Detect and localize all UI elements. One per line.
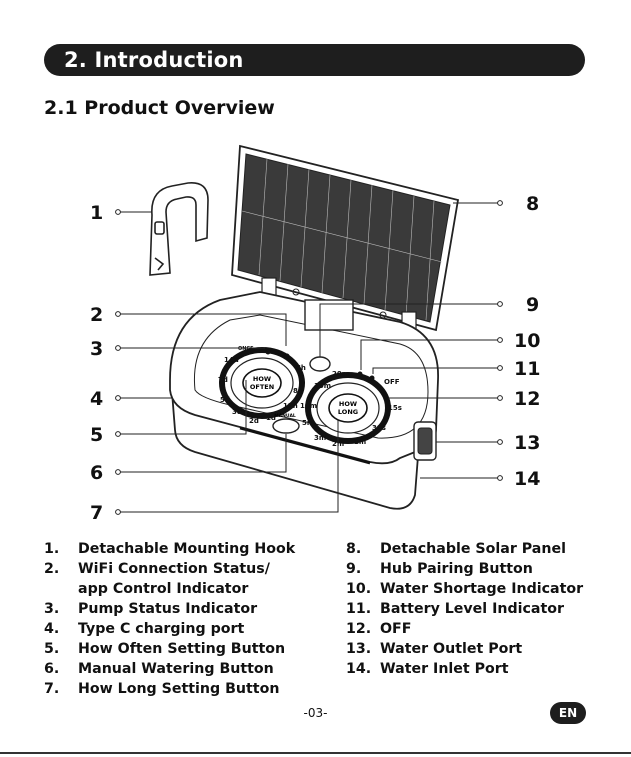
often-tick: 8h	[293, 387, 303, 395]
legend-num: 5.	[44, 639, 59, 659]
legend-right: 8. Detachable Solar Panel 9. Hub Pairing B…	[346, 539, 616, 679]
legend-label: Water Inlet Port	[380, 661, 509, 677]
legend-num: 6.	[44, 659, 59, 679]
long-tick: 1m	[354, 438, 366, 446]
how-often-label-2: OFTEN	[250, 383, 274, 391]
legend-label: OFF	[380, 621, 411, 637]
legend-item: 10. Water Shortage Indicator	[346, 579, 616, 599]
callout-14: 14	[514, 468, 540, 490]
legend-num: 12.	[346, 619, 371, 639]
legend-num: 14.	[346, 659, 371, 679]
legend-label: Water Outlet Port	[380, 641, 522, 657]
legend-label: WiFi Connection Status/	[78, 559, 314, 579]
legend-label: How Often Setting Button	[78, 641, 285, 657]
callout-8: 8	[526, 193, 539, 215]
legend-num: 13.	[346, 639, 371, 659]
legend-num: 1.	[44, 539, 59, 559]
legend-item: 9. Hub Pairing Button	[346, 559, 616, 579]
legend-num: 3.	[44, 599, 59, 619]
how-long-label: HOW	[339, 400, 357, 408]
battery-level-indicator	[370, 376, 375, 381]
callout-1: 1	[90, 202, 103, 224]
legend-item: 4. Type C charging port	[44, 619, 314, 639]
legend-item: 12. OFF	[346, 619, 616, 639]
language-badge: EN	[550, 702, 586, 724]
legend-label-line2: app Control Indicator	[78, 579, 314, 599]
long-tick: 5m	[302, 419, 314, 427]
callout-3: 3	[90, 338, 103, 360]
callout-5: 5	[90, 424, 103, 446]
legend-label: Pump Status Indicator	[78, 601, 257, 617]
long-tick: 15s	[388, 404, 402, 412]
long-tick: 30s	[372, 424, 386, 432]
legend-label: Manual Watering Button	[78, 661, 274, 677]
long-tick: 15m	[314, 382, 331, 390]
callout-2: 2	[90, 304, 103, 326]
callout-7: 7	[90, 502, 103, 524]
legend-item: 7. How Long Setting Button	[44, 679, 314, 699]
legend-item: 5. How Often Setting Button	[44, 639, 314, 659]
mounting-hook	[150, 183, 208, 275]
manual-watering-button[interactable]: MANUAL	[273, 413, 299, 433]
legend-num: 9.	[346, 559, 361, 579]
how-long-label-2: LONG	[338, 408, 358, 416]
wifi-status-indicator	[285, 354, 290, 359]
legend-label: Type C charging port	[78, 621, 244, 637]
callout-12: 12	[514, 388, 540, 410]
legend-left: 1. Detachable Mounting Hook 2. WiFi Connec…	[44, 539, 314, 699]
callout-11: 11	[514, 358, 540, 380]
legend-label: Detachable Mounting Hook	[78, 541, 295, 557]
often-tick: 7d	[218, 376, 228, 384]
page-number: -03-	[0, 706, 631, 720]
often-tick: 6h	[296, 364, 306, 372]
legend-item: 13. Water Outlet Port	[346, 639, 616, 659]
legend-num: 4.	[44, 619, 59, 639]
pump-status-indicator	[266, 350, 271, 355]
often-tick: 14d	[224, 356, 239, 364]
often-tick: 3d	[232, 408, 242, 416]
often-tick: ONCE	[238, 346, 254, 352]
long-tick: OFF	[384, 378, 400, 386]
hub-pairing-button[interactable]	[310, 357, 330, 371]
callout-9: 9	[526, 294, 539, 316]
legend-num: 2.	[44, 559, 59, 579]
callout-10: 10	[514, 330, 540, 352]
legend-label: Battery Level Indicator	[380, 601, 564, 617]
bottom-divider	[0, 752, 631, 754]
legend-item: 14. Water Inlet Port	[346, 659, 616, 679]
legend-label: Water Shortage Indicator	[380, 581, 583, 597]
often-tick: 12h	[283, 402, 298, 410]
callout-6: 6	[90, 462, 103, 484]
long-tick: 10m	[300, 402, 317, 410]
how-often-label: HOW	[253, 375, 271, 383]
legend-num: 7.	[44, 679, 59, 699]
legend-item: 1. Detachable Mounting Hook	[44, 539, 314, 559]
legend-num: 8.	[346, 539, 361, 559]
product-diagram: HOW OFTEN 2d 1d 12h 8h 6h ONCE 14d 7d 5d…	[0, 0, 631, 530]
legend-item: 8. Detachable Solar Panel	[346, 539, 616, 559]
legend-item: 11. Battery Level Indicator	[346, 599, 616, 619]
legend-item: 6. Manual Watering Button	[44, 659, 314, 679]
legend-num: 10.	[346, 579, 371, 599]
callout-4: 4	[90, 388, 103, 410]
legend-item: 2. WiFi Connection Status/app Control Ind…	[44, 559, 314, 599]
legend-label: Hub Pairing Button	[380, 561, 533, 577]
legend-item: 3. Pump Status Indicator	[44, 599, 314, 619]
device-body	[170, 292, 438, 509]
legend-num: 11.	[346, 599, 371, 619]
often-tick: 2d	[249, 417, 259, 425]
legend-label: How Long Setting Button	[78, 681, 279, 697]
water-shortage-indicator	[358, 372, 363, 377]
manual-label: MANUAL	[274, 413, 296, 419]
callout-13: 13	[514, 432, 540, 454]
often-tick: 5d	[220, 396, 230, 404]
long-tick: 20m	[332, 370, 349, 378]
legend-label: Detachable Solar Panel	[380, 541, 566, 557]
long-tick: 3m	[314, 434, 326, 442]
